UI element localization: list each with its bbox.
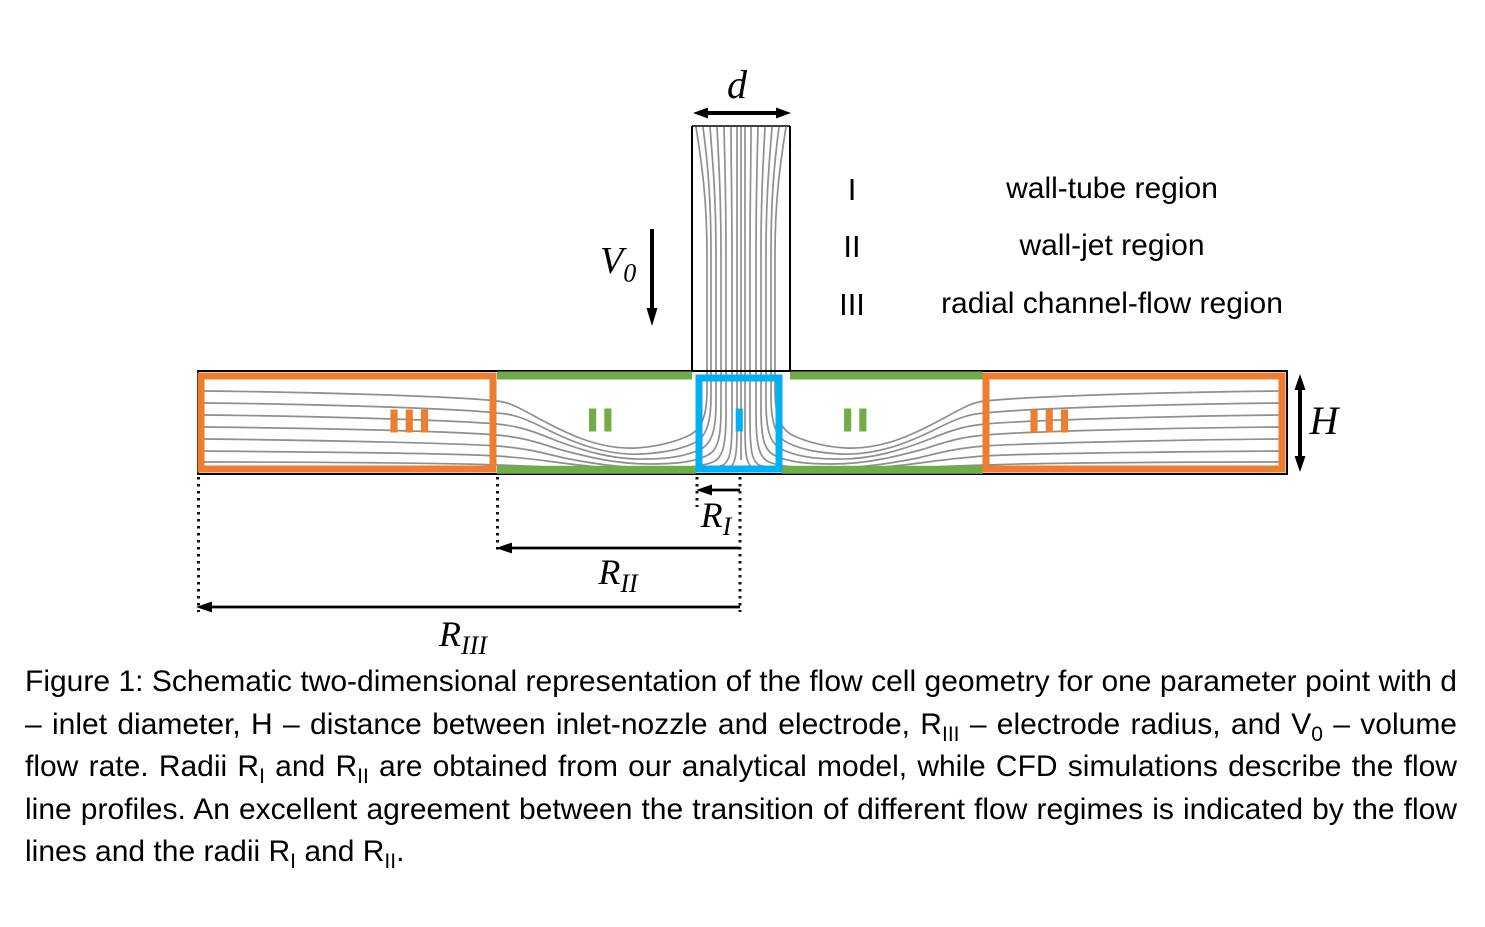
green-bar-top-left [497,371,692,380]
legend-label-wall-jet: wall-jet region [1019,229,1205,262]
v0-arrow [646,229,658,326]
wall-jet-green-bars [497,371,983,474]
legend-row-wall-jet: II wall-jet region [0,229,1485,267]
d-label-text: d [727,62,747,107]
green-bar-top-right [790,371,983,380]
legend-numeral-ii: II [843,229,861,264]
r1-label: RI [700,495,732,542]
region-iii-box-left [197,372,497,473]
region-iii-box-right [982,372,1286,473]
r2-arrow [496,542,740,554]
r3-arrow [196,601,740,613]
d-arrow [693,107,791,119]
region-i-box [695,374,783,473]
r1-arrow [696,484,740,496]
legend-label-radial-channel: radial channel-flow region [941,287,1283,320]
green-bar-bottom-right [782,465,983,474]
r2-label: RII [598,552,638,599]
legend-numeral-i: I [847,172,857,207]
legend-numeral-iii: III [839,287,865,322]
h-label: H [1309,398,1339,443]
h-arrow [1294,374,1306,472]
r3-label: RIII [439,614,487,661]
v0-label: V0 [600,240,637,288]
region-label-i: I [732,401,748,439]
legend-label-wall-tube: wall-tube region [1006,172,1218,205]
legend-row-wall-tube: I wall-tube region [0,172,1485,210]
inlet-tube [691,125,791,372]
figure-caption: Figure 1: Schematic two-dimensional repr… [25,665,1458,873]
dotted-guides [197,477,742,612]
d-label: d [727,65,747,105]
region-label-ii-right: II [840,401,872,439]
flow-schematic-svg [196,107,1306,613]
green-bar-bottom-left [497,465,696,474]
region-label-iii-right: III [1027,402,1073,440]
legend-row-radial-channel: III radial channel-flow region [0,287,1485,325]
region-label-iii-left: III [387,402,433,440]
region-label-ii-left: II [585,401,617,439]
